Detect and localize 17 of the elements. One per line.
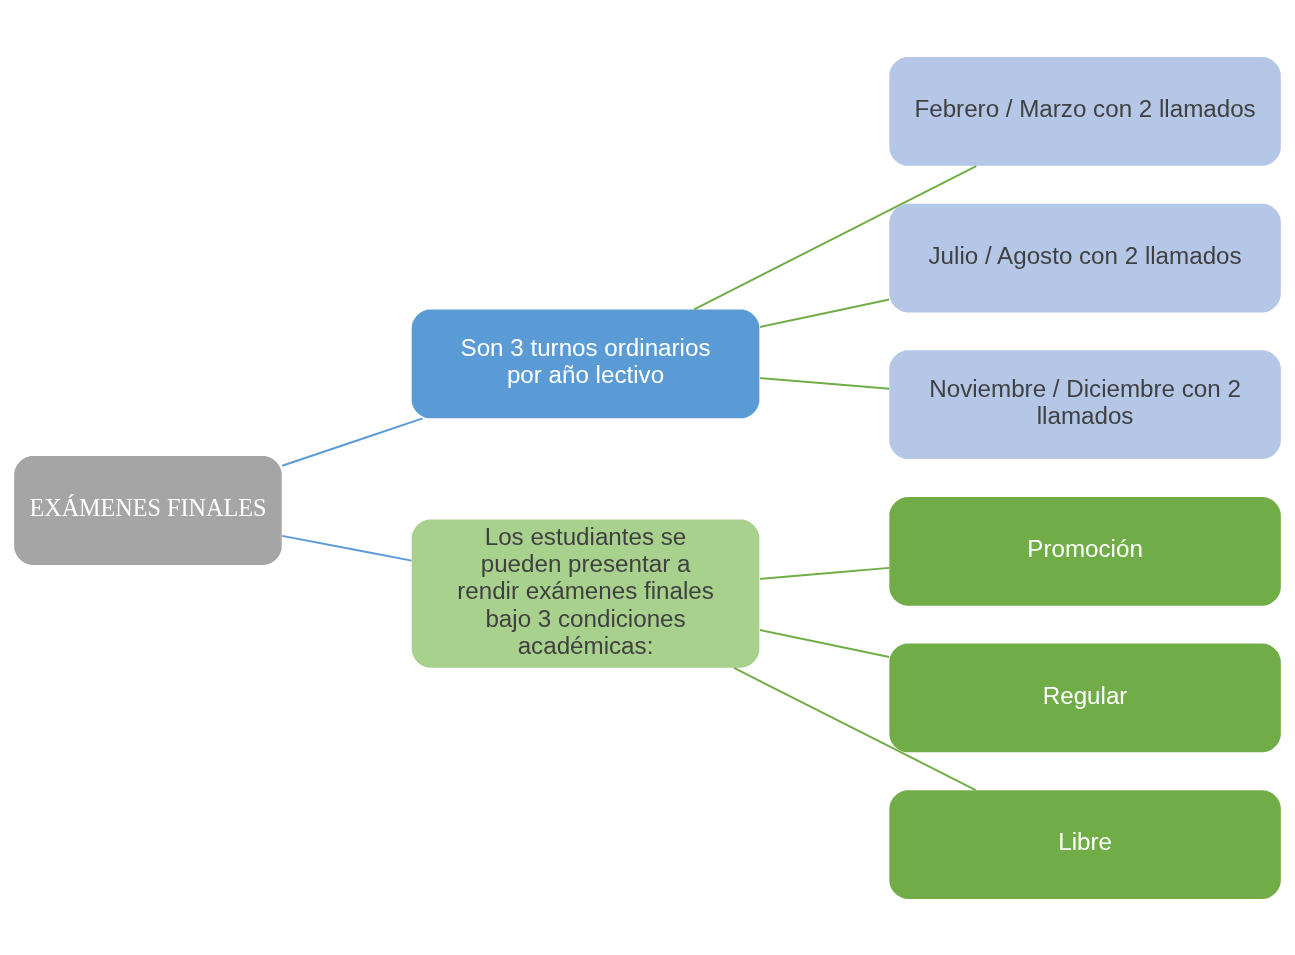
node-box: Libre	[889, 789, 1281, 899]
connector	[281, 534, 413, 562]
connector	[759, 628, 891, 658]
connector	[693, 164, 978, 310]
node-box: Febrero / Marzo con 2 llamados	[889, 56, 1281, 166]
connector	[759, 376, 891, 390]
node-box: Son 3 turnos ordinarios por año lectivo	[411, 308, 760, 418]
node-box: Promoción	[889, 496, 1281, 606]
connector	[759, 566, 891, 580]
node-box: Julio / Agosto con 2 llamados	[889, 203, 1281, 312]
node-box: Regular	[889, 643, 1281, 752]
node-box: Los estudiantes se pueden presentar a rendir exámenes finales bajo 3 condiciones académicas:	[411, 519, 760, 668]
connector	[759, 298, 891, 328]
node-box: EXÁMENES FINALES	[14, 455, 282, 565]
connector	[281, 416, 424, 467]
node-box: Noviembre / Diciembre con 2 llamados	[889, 349, 1281, 459]
connector	[733, 666, 977, 791]
